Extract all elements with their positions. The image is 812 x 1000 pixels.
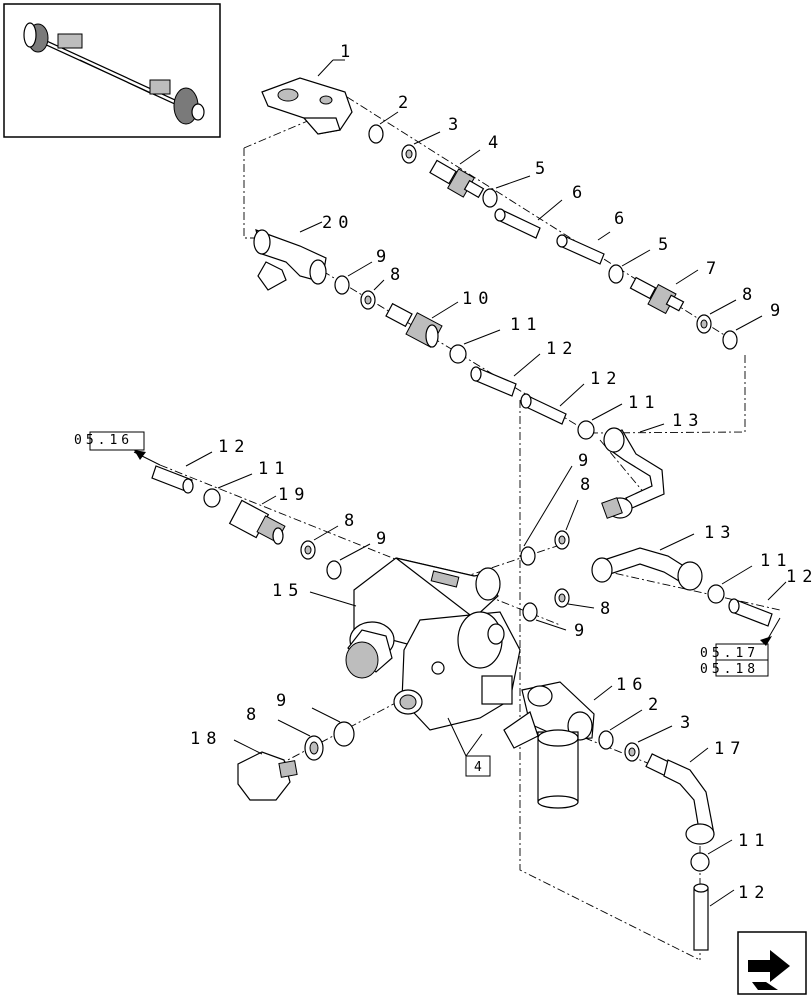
callout-20: 20	[322, 213, 354, 233]
callout-11a: 11	[510, 315, 542, 335]
part-2-ring-b	[598, 730, 614, 750]
callout-5a: 5	[535, 159, 551, 179]
callout-4: 4	[488, 133, 504, 153]
part-19-fitting	[228, 499, 286, 545]
callout-8f: 8	[246, 705, 262, 725]
part-12-hose-a	[470, 366, 517, 397]
part-15-valve	[345, 557, 521, 731]
part-17-pipe	[645, 753, 715, 845]
part-6-hose-b	[556, 234, 605, 265]
callout-16: 16	[616, 675, 648, 695]
callout-19: 19	[278, 485, 310, 505]
callout-2a: 2	[398, 93, 414, 113]
reference-4[interactable]: 4	[447, 717, 491, 777]
part-4-fitting	[429, 159, 485, 199]
callout-11b: 11	[628, 393, 660, 413]
reference-05-16[interactable]: 05.16	[74, 431, 161, 466]
part-13-pipe-a	[601, 427, 665, 519]
part-12-hose-c	[151, 465, 194, 494]
callout-9f: 9	[276, 691, 292, 711]
part-12-hose-d	[728, 598, 773, 627]
navigation-arrow-icon[interactable]	[737, 931, 807, 995]
part-7-fitting	[629, 276, 685, 315]
callout-8e: 8	[600, 599, 616, 619]
callout-2b: 2	[648, 695, 664, 715]
callout-6a: 6	[572, 183, 588, 203]
reference-05-17-05-18[interactable]: 05.17 05.18	[700, 617, 781, 677]
axle-thumbnail-icon[interactable]	[3, 3, 221, 138]
part-12-hose-b	[520, 393, 567, 425]
callout-9c: 9	[376, 529, 392, 549]
part-16-tee	[503, 681, 595, 809]
callout-5b: 5	[658, 235, 674, 255]
callout-17: 17	[714, 739, 746, 759]
part-12-hose-e	[693, 883, 709, 951]
part-1-bracket	[261, 77, 353, 135]
part-5b-clip	[608, 264, 624, 284]
callout-12c: 12	[218, 437, 250, 457]
callout-12a: 12	[546, 339, 578, 359]
part-9-ring-d	[520, 546, 536, 566]
ref-05-18-label: 05.18	[700, 662, 759, 677]
part-9-ring-b	[334, 275, 350, 295]
callout-7: 7	[706, 259, 722, 279]
ref-4-label: 4	[474, 760, 486, 775]
part-5-clip	[482, 188, 498, 208]
callout-13a: 13	[672, 411, 704, 431]
part-10-fitting	[385, 302, 443, 348]
part-11-nut-c	[203, 488, 221, 508]
callout-8b: 8	[390, 265, 406, 285]
part-11-nut-d	[707, 584, 725, 604]
callout-12e: 12	[738, 883, 770, 903]
callout-11c: 11	[258, 459, 290, 479]
callout-9b: 9	[376, 247, 392, 267]
callout-9e: 9	[574, 621, 590, 641]
part-11-nut-e	[690, 852, 710, 872]
part-11-nut-a	[449, 344, 467, 364]
callout-15: 15	[272, 581, 304, 601]
part-20-tee	[253, 229, 327, 291]
ref-05-17-label: 05.17	[700, 646, 759, 661]
part-9-ring-a	[722, 330, 738, 350]
callout-9a: 9	[770, 301, 786, 321]
part-9-ring-f	[333, 721, 355, 747]
callout-10: 10	[462, 289, 494, 309]
callout-12d: 12	[786, 567, 812, 587]
part-6-hose-a	[494, 208, 541, 239]
part-2-ring	[368, 124, 384, 144]
part-9-ring-e	[522, 602, 538, 622]
callout-11d: 11	[760, 551, 792, 571]
callout-9d: 9	[578, 451, 594, 471]
callout-3b: 3	[680, 713, 696, 733]
callout-6b: 6	[614, 209, 630, 229]
part-13-pipe-b	[591, 547, 703, 591]
callout-18: 18	[190, 729, 222, 749]
callout-8a: 8	[742, 285, 758, 305]
callout-8d: 8	[580, 475, 596, 495]
callout-3a: 3	[448, 115, 464, 135]
part-18-plug	[237, 751, 298, 801]
part-9-ring-c	[326, 560, 342, 580]
callout-12b: 12	[590, 369, 622, 389]
callout-13b: 13	[704, 523, 736, 543]
callout-8c: 8	[344, 511, 360, 531]
callout-1: 1	[340, 42, 356, 62]
ref-05-16-label: 05.16	[74, 433, 133, 448]
part-11-nut-b	[577, 420, 595, 440]
callout-11e: 11	[738, 831, 770, 851]
